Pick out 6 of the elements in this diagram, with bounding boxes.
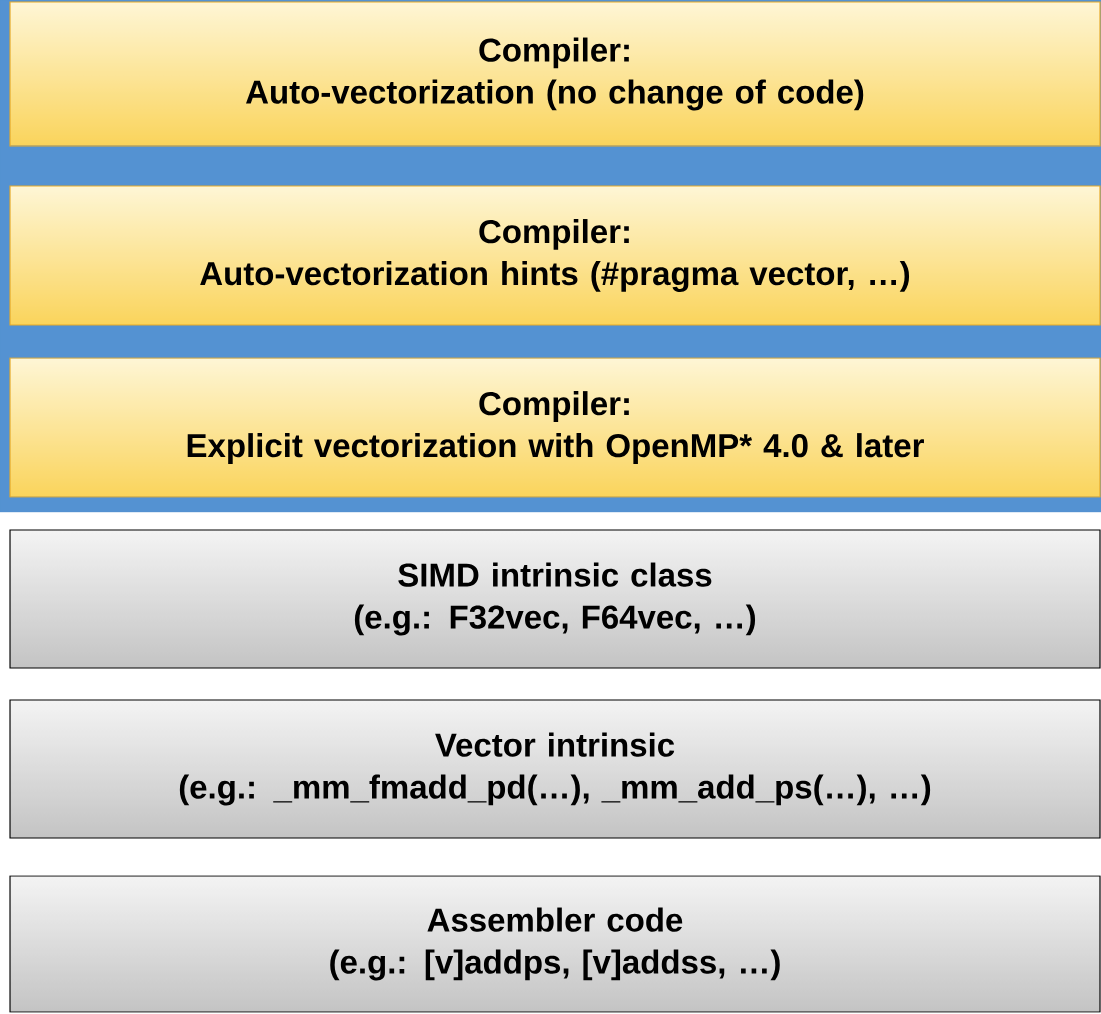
layer-box: Vector intrinsic (e.g.: _mm_fmadd_pd(…), _mm_add_ps(…), …) — [9, 699, 1101, 839]
layer-box: SIMD intrinsic class (e.g.: F32vec, F64vec, …) — [9, 529, 1101, 669]
layer-box: Compiler: Auto-vectorization hints (#pragma vector, …) — [9, 185, 1101, 326]
layer-box: Compiler: Explicit vectorization with OpenMP* 4.0 & later — [9, 357, 1101, 498]
layer-box: Compiler: Auto-vectorization (no change of code) — [9, 1, 1101, 147]
layer-box: Assembler code (e.g.: [v]addps, [v]addss, …) — [9, 875, 1101, 1013]
